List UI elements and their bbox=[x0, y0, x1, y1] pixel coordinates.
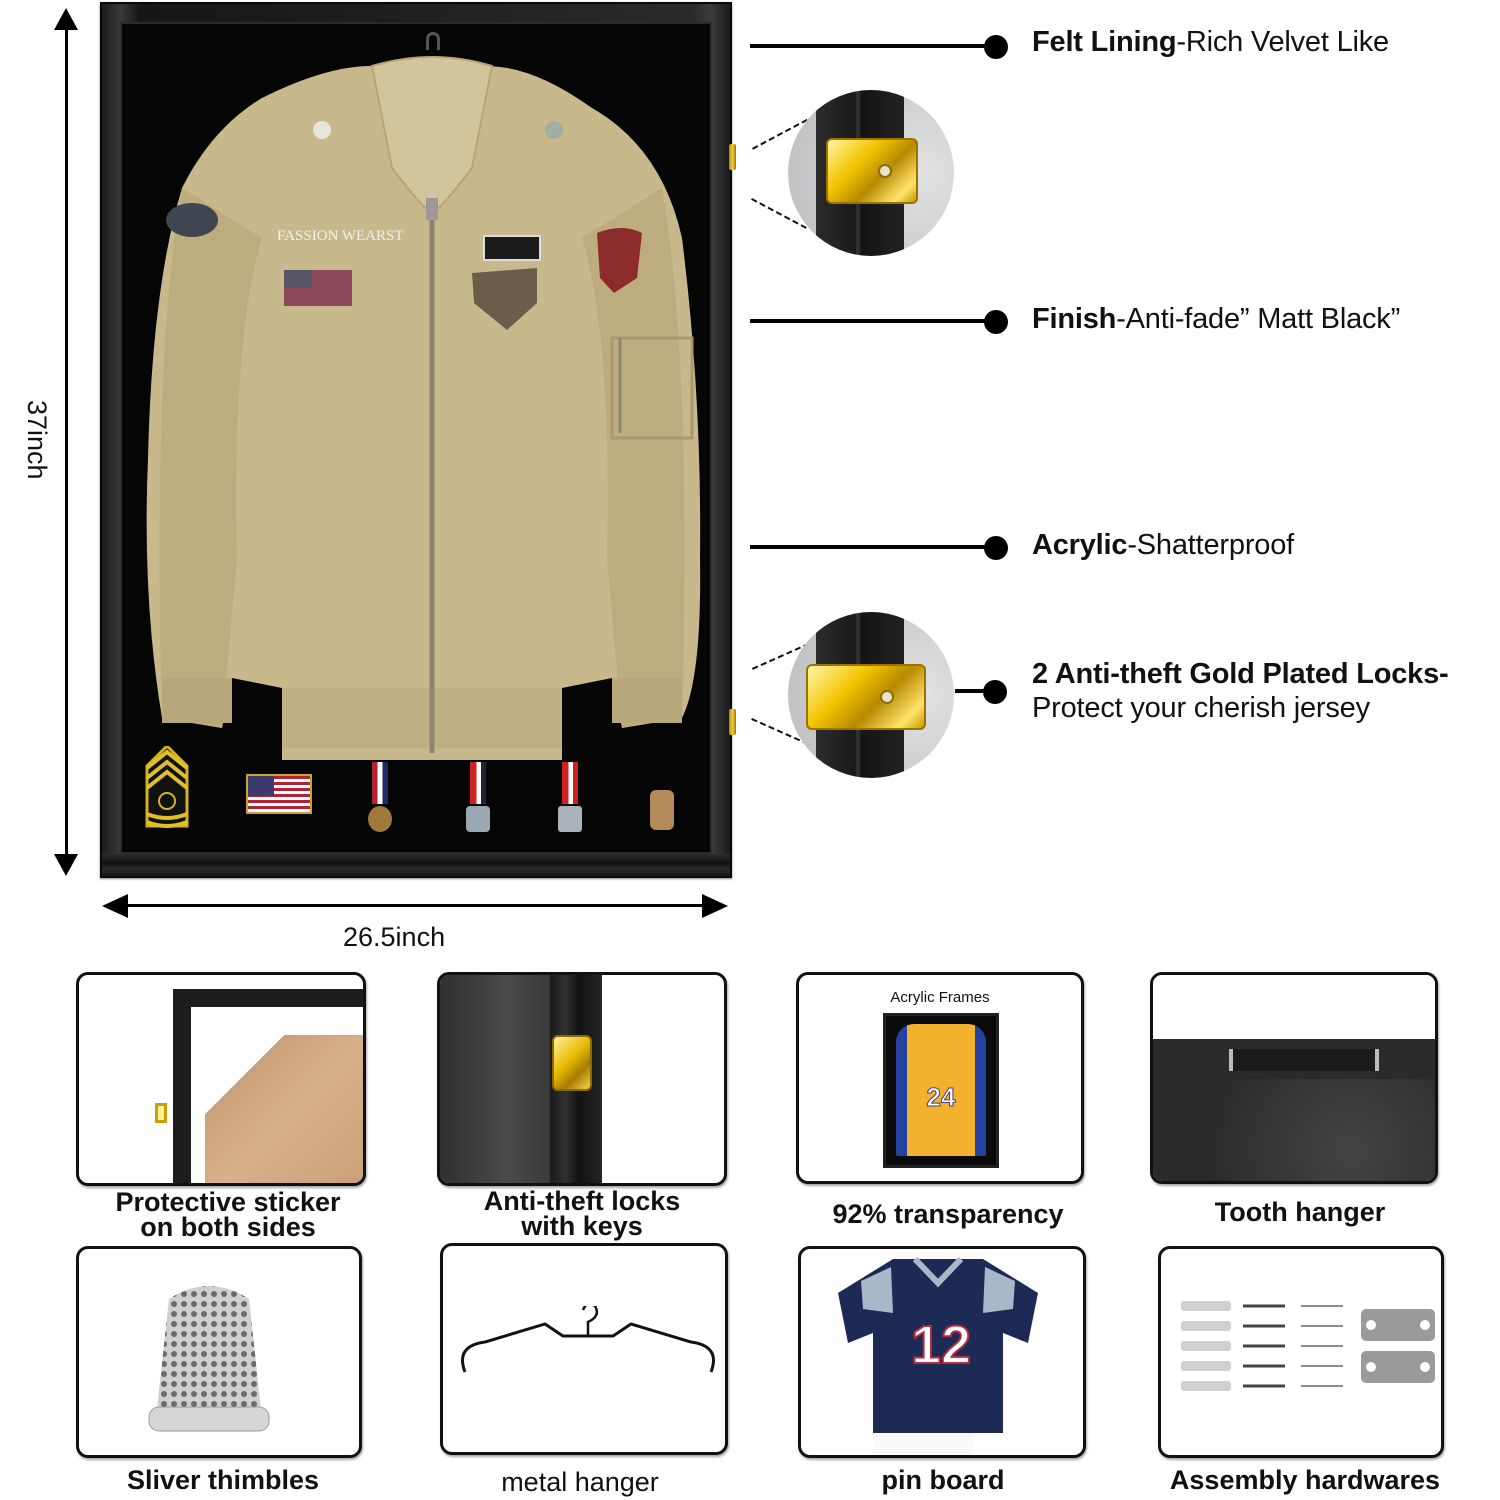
thimble-icon bbox=[148, 1286, 270, 1432]
feature-card-anti-theft-locks bbox=[437, 972, 727, 1186]
feature-card-assembly-hardware bbox=[1158, 1246, 1444, 1458]
callout-acrylic-text: Acrylic-Shatterproof bbox=[1032, 529, 1294, 561]
side-lock-icon bbox=[729, 709, 736, 735]
acrylic-sheet-image bbox=[205, 1035, 363, 1183]
acrylic-panel bbox=[440, 975, 550, 1183]
frame-corner-image bbox=[173, 989, 363, 1183]
acrylic-frames-caption: Acrylic Frames bbox=[890, 989, 990, 1006]
football-jersey-image: 12 bbox=[838, 1256, 1038, 1453]
arrow-down-icon bbox=[54, 854, 78, 876]
flag-patch-icon bbox=[246, 774, 312, 814]
arrow-shaft bbox=[65, 22, 68, 862]
jersey-number: 24 bbox=[926, 1082, 956, 1113]
feature-label: metal hanger bbox=[501, 1467, 659, 1497]
jacket-image: FASSION WEARST bbox=[146, 56, 701, 760]
gold-lock-icon bbox=[806, 664, 926, 730]
wall-area bbox=[1153, 975, 1435, 1039]
sawtooth-hanger-icon bbox=[1229, 1049, 1379, 1071]
feature-card-thimbles bbox=[76, 1246, 362, 1458]
jersey-frame-image: 24 bbox=[883, 1013, 999, 1168]
height-dimension-arrow bbox=[54, 8, 78, 876]
callout-dot-icon bbox=[984, 310, 1008, 334]
lock-closeup-top bbox=[788, 90, 954, 256]
latch-icon bbox=[155, 1103, 167, 1123]
width-label: 26.5inch bbox=[343, 922, 446, 952]
medal-icon bbox=[466, 762, 490, 852]
arrow-shaft bbox=[118, 904, 712, 907]
frame-bottom-rail bbox=[102, 854, 730, 876]
medal-icon bbox=[558, 762, 582, 852]
arrow-right-icon bbox=[702, 894, 728, 918]
callout-line bbox=[750, 319, 986, 323]
side-lock-icon bbox=[729, 144, 736, 170]
callout-locks-text: 2 Anti-theft Gold Plated Locks-Protect y… bbox=[1032, 658, 1449, 724]
callout-line bbox=[750, 44, 986, 48]
feature-label: pin board bbox=[881, 1465, 1005, 1495]
height-label: 37inch bbox=[22, 400, 52, 480]
callout-felt-lining-text: Felt Lining-Rich Velvet Like bbox=[1032, 26, 1389, 58]
arrow-up-icon bbox=[54, 8, 78, 30]
feature-label: 92% transparency bbox=[832, 1199, 1064, 1229]
svg-text:12: 12 bbox=[911, 1315, 971, 1375]
feature-card-tooth-hanger bbox=[1150, 972, 1438, 1184]
feature-label: Tooth hanger bbox=[1214, 1197, 1386, 1227]
feature-label: Assembly hardwares bbox=[1169, 1465, 1441, 1495]
keyhole-icon bbox=[878, 164, 892, 178]
shadow-box-frame: FASSION WEARST bbox=[100, 2, 736, 878]
display-items-row bbox=[130, 734, 690, 854]
velvet-backing: FASSION WEARST bbox=[120, 22, 712, 854]
feature-card-pin-board: 12 bbox=[798, 1246, 1086, 1458]
lock-closeup-bottom bbox=[788, 612, 954, 778]
feature-card-metal-hanger bbox=[440, 1243, 728, 1455]
keyhole-icon bbox=[880, 690, 894, 704]
hanger-hook-icon bbox=[426, 32, 440, 50]
gold-lock-icon bbox=[826, 138, 918, 204]
callout-line bbox=[955, 689, 985, 693]
callout-dot-icon bbox=[984, 35, 1008, 59]
feature-card-protective-sticker bbox=[76, 972, 366, 1186]
chevron-patch-icon bbox=[145, 746, 189, 828]
width-dimension-arrow bbox=[102, 893, 728, 919]
basketball-jersey-image: 24 bbox=[896, 1024, 986, 1156]
medal-icon bbox=[368, 762, 392, 852]
metal-hanger-icon bbox=[461, 1306, 715, 1373]
insignia-pin-icon bbox=[650, 762, 674, 852]
backboard bbox=[1153, 1079, 1435, 1181]
callout-line bbox=[750, 545, 986, 549]
hardware-kit-icon bbox=[1181, 1301, 1435, 1391]
feature-card-transparency: Acrylic Frames 24 bbox=[796, 972, 1084, 1184]
callout-finish-text: Finish-Anti-fade” Matt Black” bbox=[1032, 303, 1401, 335]
callout-dot-icon bbox=[983, 680, 1007, 704]
svg-text:FASSION WEARST: FASSION WEARST bbox=[277, 228, 404, 244]
callout-dot-icon bbox=[984, 536, 1008, 560]
gold-lock-icon bbox=[552, 1035, 592, 1091]
feature-label: Sliver thimbles bbox=[126, 1465, 320, 1495]
